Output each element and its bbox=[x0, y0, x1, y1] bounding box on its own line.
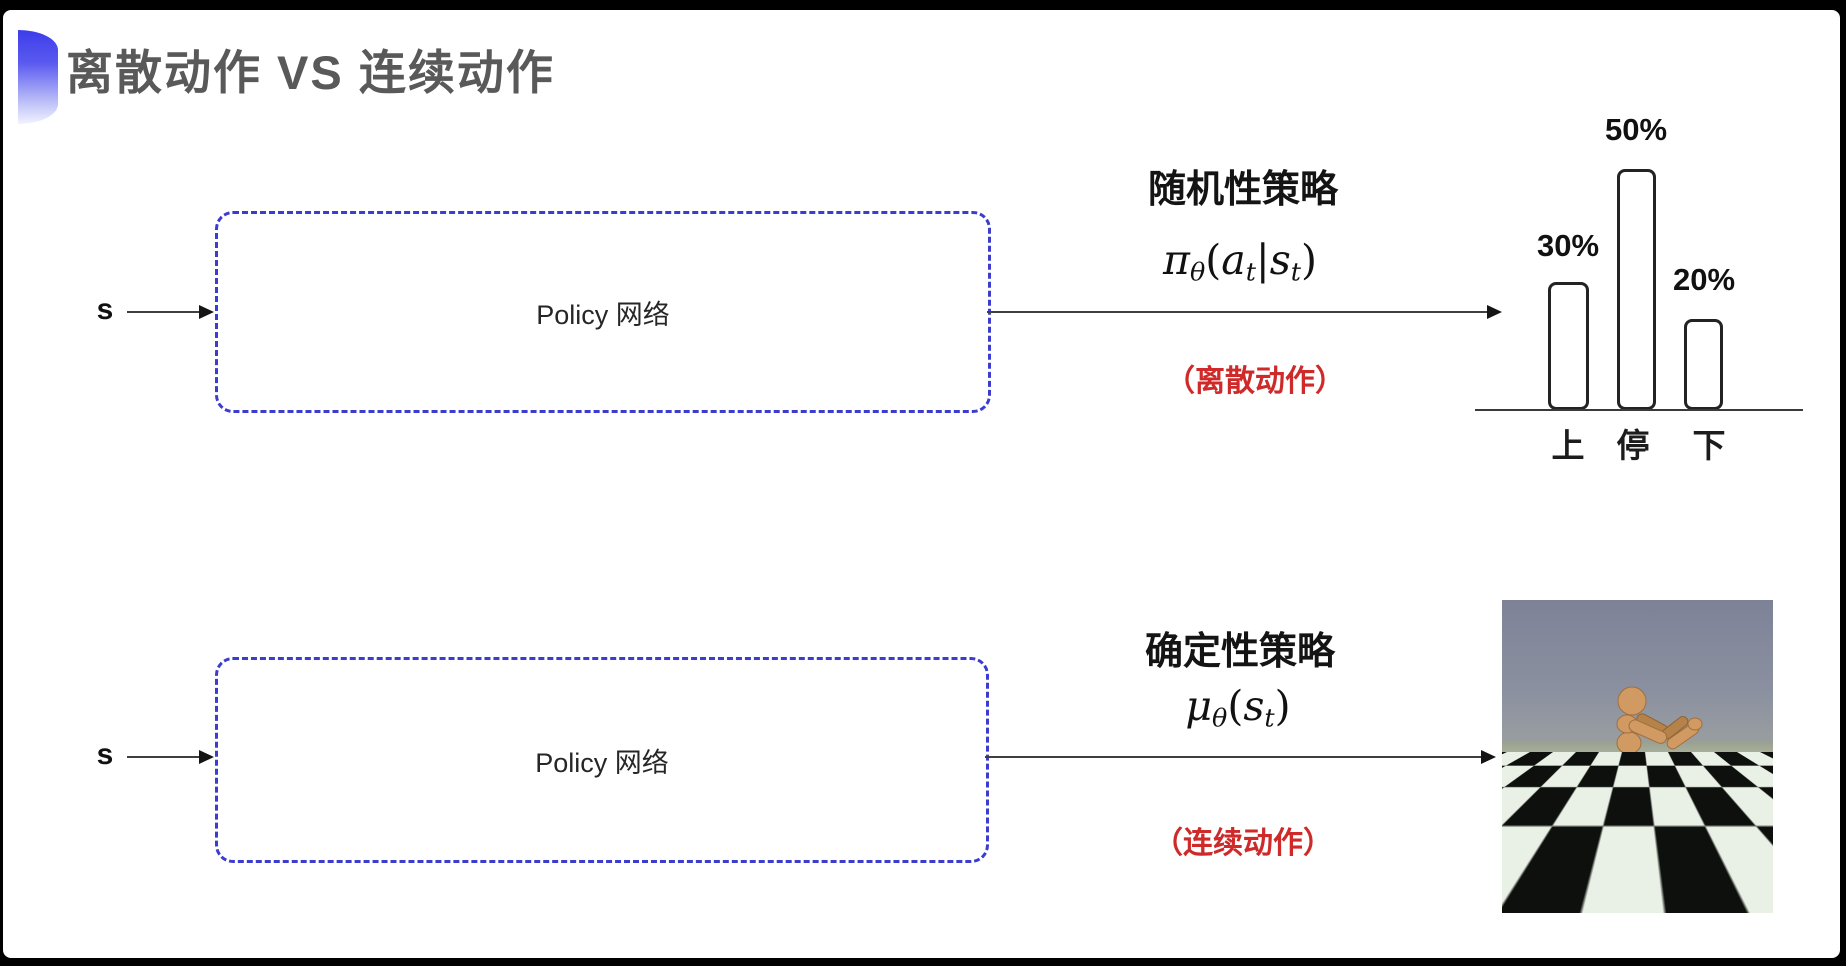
blue-half-circle-icon bbox=[18, 30, 58, 124]
bar-down bbox=[1684, 319, 1723, 410]
formula-symbol: π bbox=[1162, 236, 1190, 284]
formula-lparen: ( bbox=[1227, 682, 1244, 730]
bar-stop bbox=[1617, 169, 1656, 410]
policy-network-box-top: Policy 网络 bbox=[215, 211, 991, 413]
arrow-state-to-policy-top bbox=[127, 305, 214, 319]
formula-arg2-sub: t bbox=[1290, 256, 1301, 287]
formula-arg1: s bbox=[1243, 682, 1265, 730]
formula-arg2: s bbox=[1269, 236, 1291, 284]
formula-lparen: ( bbox=[1205, 236, 1222, 284]
arrow-state-to-policy-bottom bbox=[127, 750, 214, 764]
bar-value-label-stop: 50% bbox=[1604, 112, 1668, 147]
formula-rparen: ) bbox=[1274, 682, 1291, 730]
formula-symbol-sub: θ bbox=[1212, 702, 1228, 733]
humanoid-robot-figure bbox=[1581, 686, 1703, 874]
bar-value-label-up: 30% bbox=[1536, 228, 1600, 263]
bar-category-stop: 停 bbox=[1616, 427, 1650, 464]
policy-network-label-bottom: Policy 网络 bbox=[535, 747, 669, 778]
stochastic-policy-formula: πθ(at|st) bbox=[1080, 236, 1400, 286]
chart-baseline bbox=[1475, 409, 1803, 411]
stochastic-policy-title: 随机性策略 bbox=[1147, 169, 1338, 211]
bar-value-label-down: 20% bbox=[1672, 262, 1736, 297]
formula-arg1-sub: t bbox=[1245, 256, 1256, 287]
formula-rparen: ) bbox=[1301, 236, 1317, 284]
formula-arg1-sub: t bbox=[1264, 702, 1275, 733]
bar-category-down: 下 bbox=[1692, 427, 1726, 464]
formula-arg1: a bbox=[1221, 236, 1246, 284]
deterministic-policy-title: 确定性策略 bbox=[1144, 631, 1335, 673]
policy-network-label-top: Policy 网络 bbox=[536, 299, 670, 330]
arrow-policy-to-output-bottom bbox=[985, 750, 1496, 764]
formula-pipe: | bbox=[1255, 236, 1270, 284]
arrow-policy-to-output-top bbox=[987, 305, 1502, 319]
discrete-action-note: （离散动作） bbox=[1165, 365, 1345, 398]
continuous-action-note: （连续动作） bbox=[1153, 827, 1333, 860]
state-input-label-bottom: s bbox=[96, 738, 114, 771]
formula-symbol: μ bbox=[1185, 682, 1213, 730]
humanoid-simulation-image bbox=[1502, 600, 1773, 913]
state-input-label-top: s bbox=[96, 293, 114, 326]
bar-category-up: 上 bbox=[1551, 427, 1585, 464]
formula-symbol-sub: θ bbox=[1189, 256, 1206, 287]
bar-up bbox=[1548, 282, 1589, 410]
deterministic-policy-formula: μθ(st) bbox=[1078, 682, 1398, 732]
policy-network-box-bottom: Policy 网络 bbox=[215, 657, 989, 863]
page-title: 离散动作 VS 连续动作 bbox=[66, 46, 555, 99]
